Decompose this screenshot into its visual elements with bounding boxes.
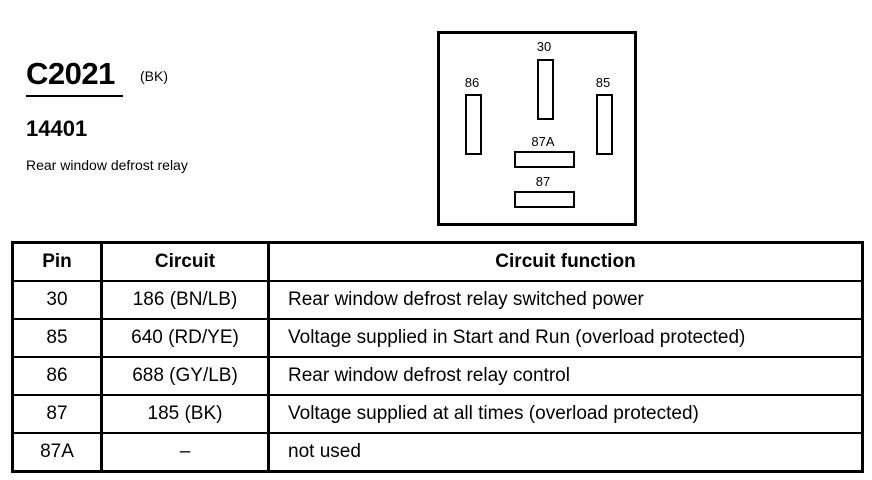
pin-label-87: 87	[535, 174, 551, 189]
table-row: 86 688 (GY/LB) Rear window defrost relay…	[11, 356, 864, 396]
relay-face-diagram: 30 86 85 87A 87	[437, 31, 637, 226]
cell-circuit: 688 (GY/LB)	[100, 356, 270, 396]
cell-pin: 86	[11, 356, 103, 396]
cell-circuit: 185 (BK)	[100, 394, 270, 434]
table-header-row: Pin Circuit Circuit function	[11, 241, 864, 282]
cell-pin: 85	[11, 318, 103, 358]
pin-label-87a: 87A	[531, 134, 555, 149]
cell-function: Voltage supplied at all times (overload …	[267, 394, 864, 434]
cell-circuit: –	[100, 432, 270, 473]
connector-color: (BK)	[140, 68, 168, 84]
cell-function: Rear window defrost relay switched power	[267, 280, 864, 320]
terminal-86	[465, 94, 482, 155]
cell-function: Voltage supplied in Start and Run (overl…	[267, 318, 864, 358]
cell-circuit: 640 (RD/YE)	[100, 318, 270, 358]
cell-function: Rear window defrost relay control	[267, 356, 864, 396]
table-row: 87 185 (BK) Voltage supplied at all time…	[11, 394, 864, 434]
header-circuit-function: Circuit function	[267, 241, 864, 282]
terminal-87	[514, 191, 575, 208]
pin-label-30: 30	[536, 39, 552, 54]
part-number: 14401	[26, 116, 88, 141]
pin-label-85: 85	[595, 75, 611, 90]
pin-circuit-table: Pin Circuit Circuit function 30 186 (BN/…	[11, 241, 864, 473]
table-row: 30 186 (BN/LB) Rear window defrost relay…	[11, 280, 864, 320]
cell-pin: 87	[11, 394, 103, 434]
table-row: 85 640 (RD/YE) Voltage supplied in Start…	[11, 318, 864, 358]
cell-function: not used	[267, 432, 864, 473]
header-circuit: Circuit	[100, 241, 270, 282]
header-pin: Pin	[11, 241, 103, 282]
cell-pin: 30	[11, 280, 103, 320]
terminal-87a	[514, 151, 575, 168]
pin-label-86: 86	[464, 75, 480, 90]
cell-pin: 87A	[11, 432, 103, 473]
terminal-85	[596, 94, 613, 155]
terminal-30	[537, 59, 554, 120]
cell-circuit: 186 (BN/LB)	[100, 280, 270, 320]
connector-description: Rear window defrost relay	[26, 157, 188, 173]
table-row: 87A – not used	[11, 432, 864, 473]
connector-id: C2021	[26, 56, 123, 97]
